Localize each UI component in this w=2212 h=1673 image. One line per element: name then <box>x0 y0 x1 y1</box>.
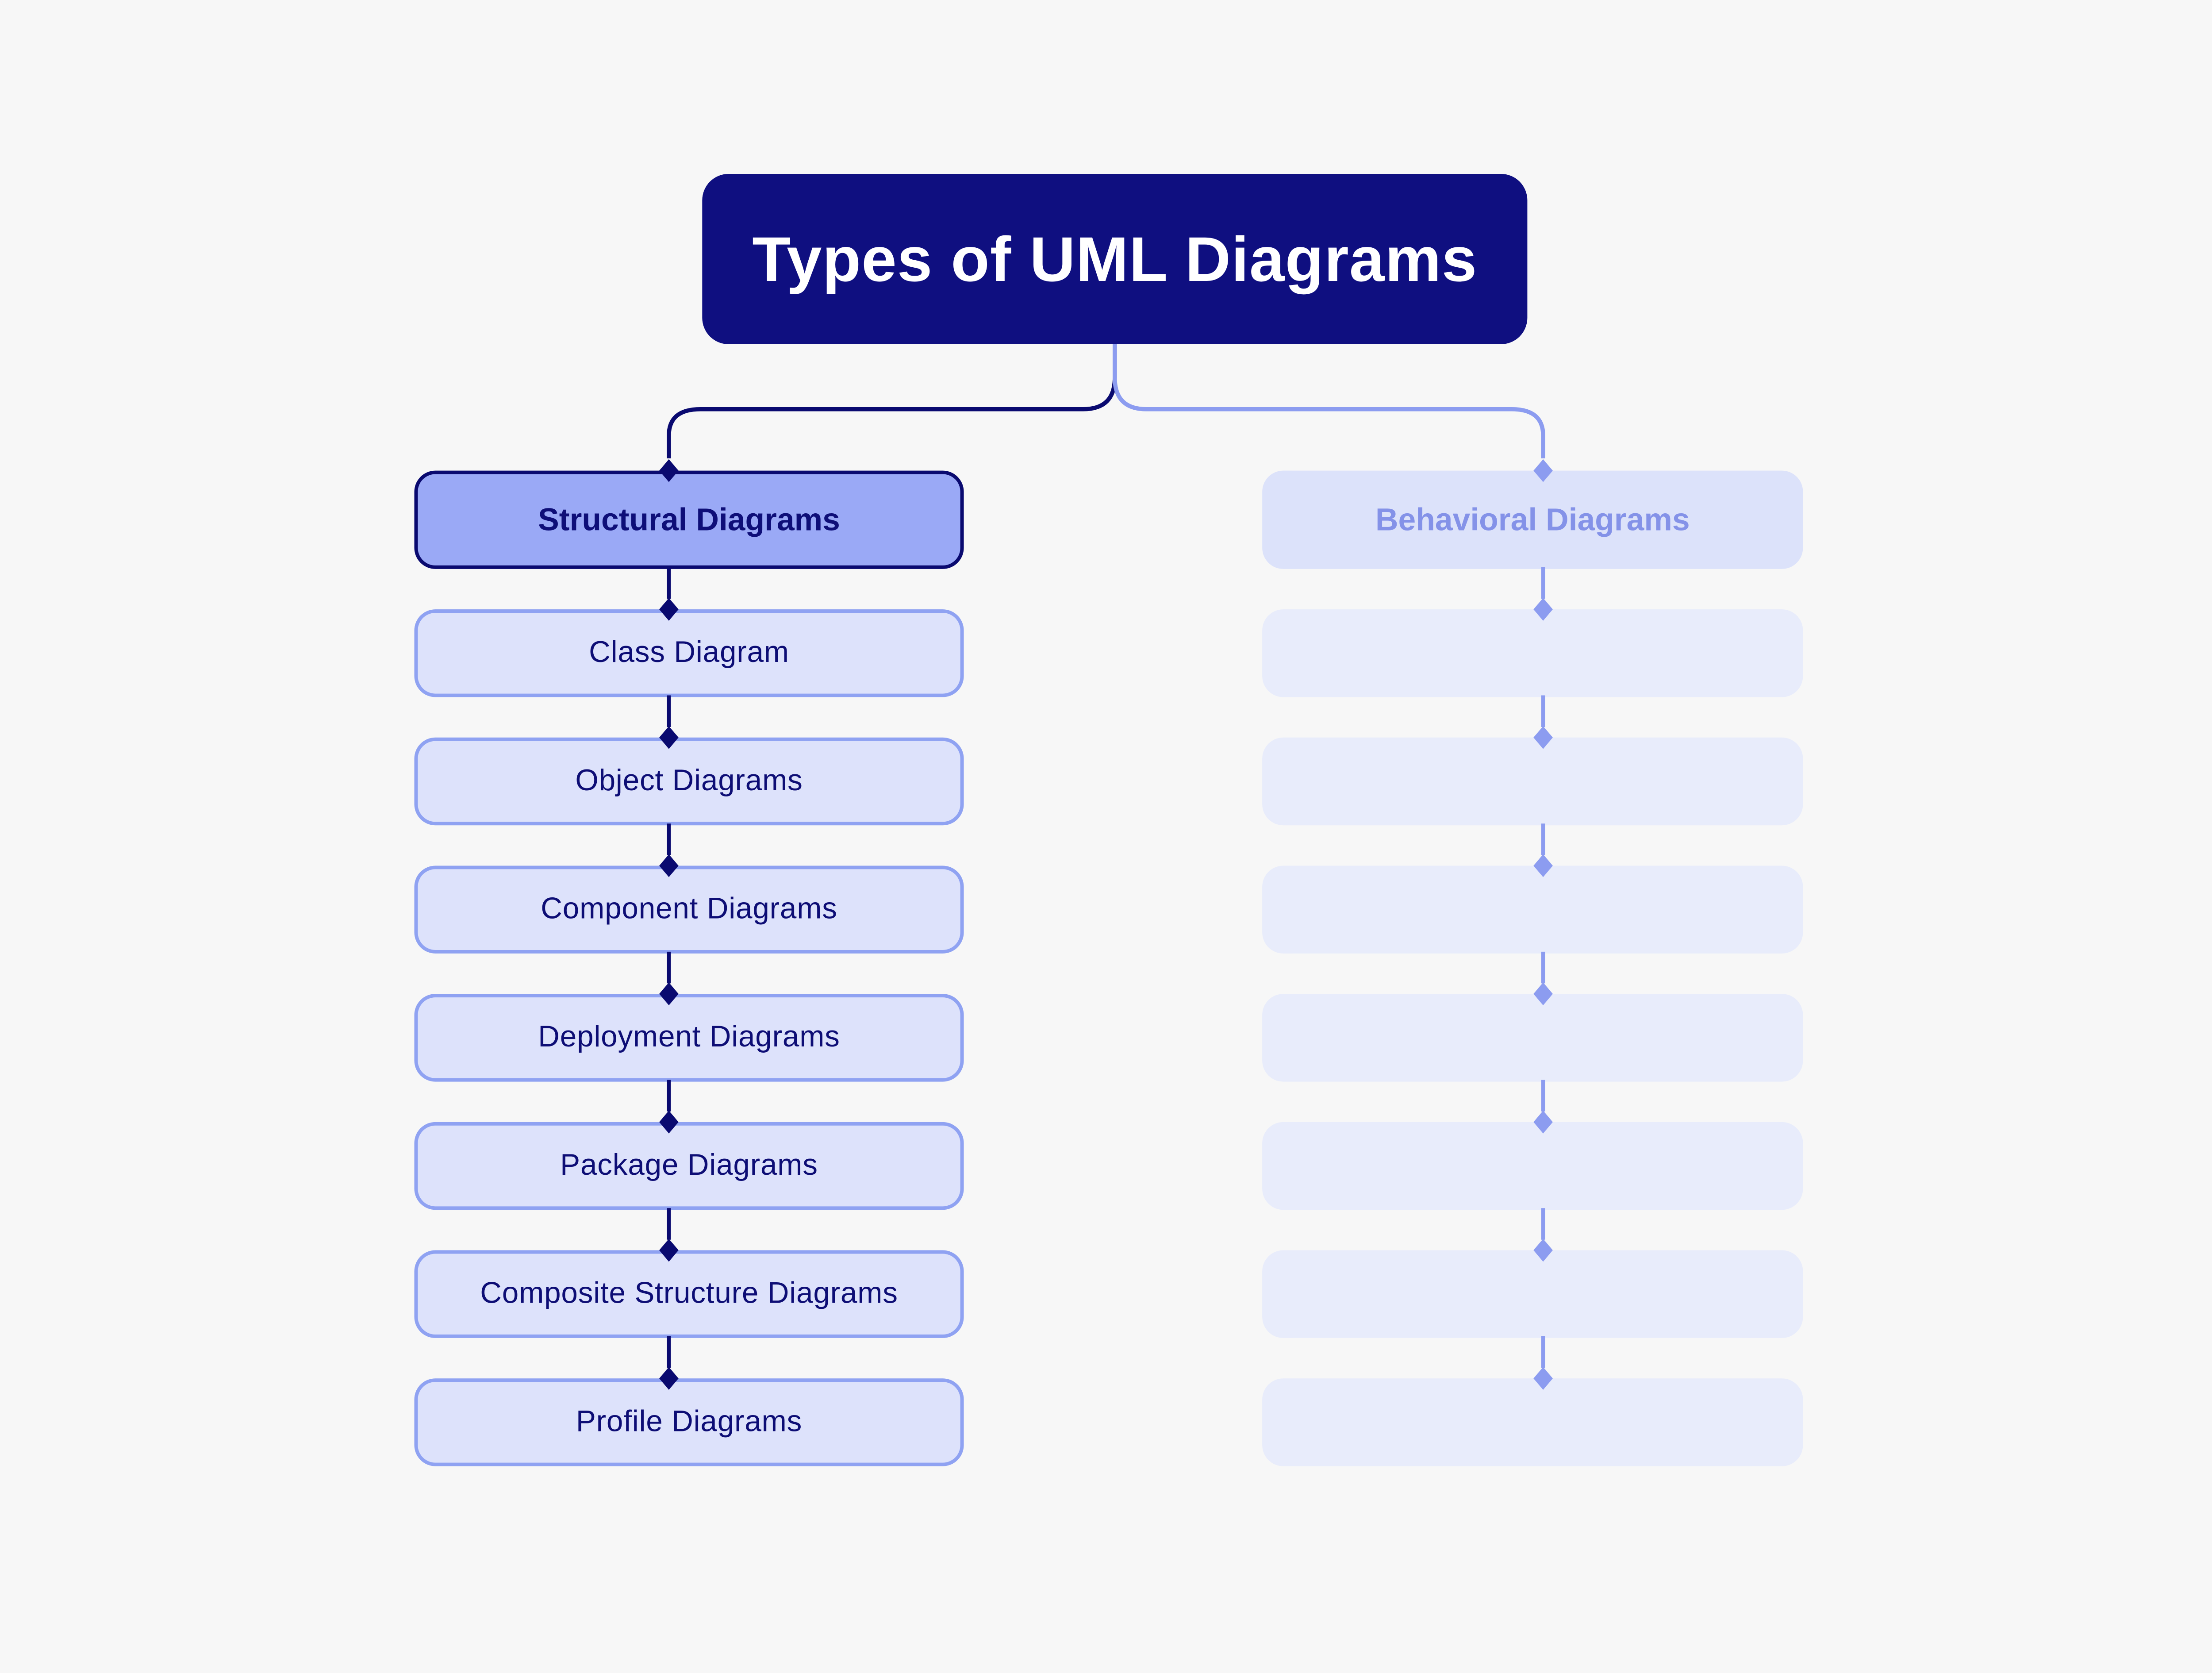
node-profile-diagrams: Profile Diagrams <box>414 1378 964 1466</box>
node-class-diagram: Class Diagram <box>414 609 964 697</box>
node-label: Component Diagrams <box>541 892 837 926</box>
node-object-diagrams: Object Diagrams <box>414 737 964 825</box>
node-component-diagrams: Component Diagrams <box>414 865 964 954</box>
node-label: Profile Diagrams <box>576 1405 803 1438</box>
node-behavioral-item-7 <box>1262 1378 1803 1466</box>
branch-header-structural: Structural Diagrams <box>414 470 964 569</box>
node-behavioral-item-1 <box>1262 609 1803 697</box>
node-behavioral-item-2 <box>1262 737 1803 825</box>
node-package-diagrams: Package Diagrams <box>414 1122 964 1210</box>
title-node: Types of UML Diagrams <box>702 173 1528 344</box>
branch-header-label: Behavioral Diagrams <box>1375 501 1690 537</box>
uml-types-diagram-canvas: Types of UML Diagrams Structural Diagram… <box>0 7 2212 1666</box>
node-behavioral-item-3 <box>1262 865 1803 954</box>
node-behavioral-item-5 <box>1262 1122 1803 1210</box>
node-label: Package Diagrams <box>560 1148 818 1182</box>
branch-connector-behavioral <box>1113 344 1545 458</box>
branch-header-label: Structural Diagrams <box>538 501 840 537</box>
node-label: Composite Structure Diagrams <box>480 1277 898 1310</box>
node-label: Class Diagram <box>589 636 789 669</box>
node-label: Object Diagrams <box>575 764 803 798</box>
page-title: Types of UML Diagrams <box>752 222 1478 295</box>
node-label: Deployment Diagrams <box>538 1020 840 1054</box>
node-deployment-diagrams: Deployment Diagrams <box>414 993 964 1082</box>
node-behavioral-item-6 <box>1262 1250 1803 1338</box>
branch-connector-structural <box>667 344 1117 458</box>
branch-header-behavioral: Behavioral Diagrams <box>1262 470 1803 569</box>
node-composite-structure-diagrams: Composite Structure Diagrams <box>414 1250 964 1338</box>
node-behavioral-item-4 <box>1262 993 1803 1082</box>
